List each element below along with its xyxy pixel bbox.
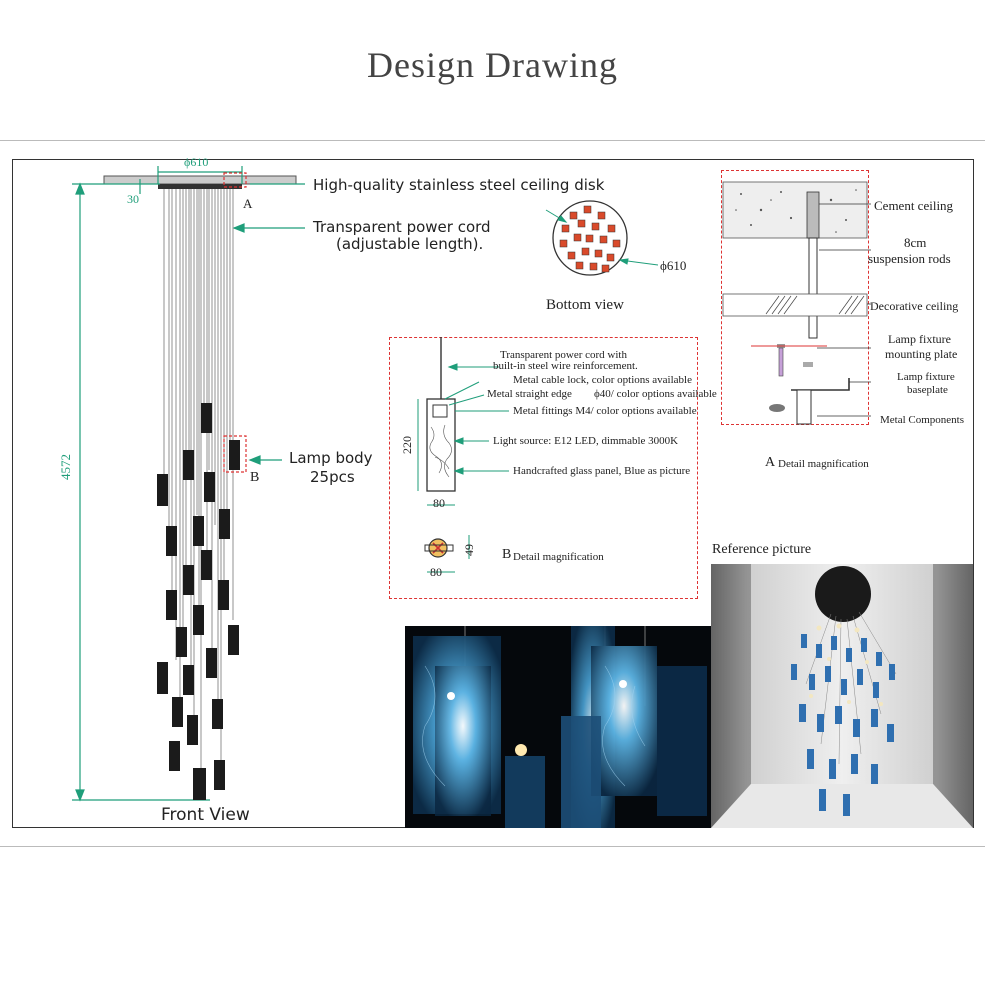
front-view-drawing xyxy=(72,166,305,802)
reference-photo xyxy=(711,564,973,828)
detail-b-note-edge-dim: ϕ40/ color options available xyxy=(594,388,717,400)
detail-a-caption-letter: A xyxy=(765,455,776,470)
detail-a-note-rods-1: 8cm xyxy=(904,235,927,250)
detail-b-box xyxy=(389,337,698,599)
detail-a-note-decor: Decorative ceiling xyxy=(870,299,959,313)
detail-a-note-cement: Cement ceiling xyxy=(874,198,954,213)
detail-b-dim-height: 220 xyxy=(400,436,414,454)
detail-b-caption-text: Detail magnification xyxy=(513,551,604,563)
detail-b-note-glass: Handcrafted glass panel, Blue as picture xyxy=(513,465,691,477)
detail-a-caption-text: Detail magnification xyxy=(778,458,869,470)
bottom-view-caption: Bottom view xyxy=(546,297,624,313)
detail-a-note-mount-1: Lamp fixture xyxy=(888,332,951,346)
top-divider xyxy=(0,140,985,141)
callout-cord-1: Transparent power cord xyxy=(313,218,491,236)
bottom-divider xyxy=(0,846,985,847)
detail-a-note-base-1: Lamp fixture xyxy=(897,371,955,383)
bottom-view-drawing xyxy=(545,200,659,276)
detail-b-note-fittings: Metal fittings M4/ color options availab… xyxy=(513,405,697,417)
front-dim-height: 4572 xyxy=(58,454,73,480)
detail-b-note-light: Light source: E12 LED, dimmable 3000K xyxy=(493,435,679,447)
marker-a: A xyxy=(243,196,253,211)
callout-disk: High-quality stainless steel ceiling dis… xyxy=(313,176,605,194)
reference-caption: Reference picture xyxy=(712,542,812,557)
detail-a-note-rods-2: suspension rods xyxy=(868,251,951,266)
detail-b-dim-depth: 49 xyxy=(462,544,476,556)
callout-lamp-2: 25pcs xyxy=(310,468,355,486)
detail-b-dim-width-1: 80 xyxy=(433,496,445,510)
front-dim-top: 30 xyxy=(127,192,139,206)
detail-a-box xyxy=(721,170,869,425)
marker-b: B xyxy=(250,470,260,485)
callout-lamp-1: Lamp body xyxy=(289,449,373,467)
detail-a-note-base-2: baseplate xyxy=(907,384,948,396)
detail-b-caption-letter: B xyxy=(502,547,512,562)
detail-a-drawing xyxy=(722,181,871,425)
detail-b-note-edge: Metal straight edge xyxy=(487,388,572,400)
detail-b-note-cord-2: built-in steel wire reinforcement. xyxy=(493,360,638,372)
detail-a-note-mount-2: mounting plate xyxy=(885,347,958,361)
detail-b-dim-width-2: 80 xyxy=(430,565,442,579)
detail-b-drawing xyxy=(417,337,509,573)
front-view-caption: Front View xyxy=(161,805,250,825)
page-title: Design Drawing xyxy=(367,45,618,85)
detail-b-note-cord-1: Transparent power cord with xyxy=(500,349,627,361)
callout-cord-2: (adjustable length). xyxy=(336,235,484,253)
front-dim-width: ϕ610 xyxy=(184,155,209,169)
bottom-view-dim: ϕ610 xyxy=(660,258,687,273)
detail-a-note-metal: Metal Components xyxy=(880,414,965,426)
glass-detail-photo xyxy=(405,626,711,828)
detail-b-note-lock: Metal cable lock, color options availabl… xyxy=(513,374,692,386)
